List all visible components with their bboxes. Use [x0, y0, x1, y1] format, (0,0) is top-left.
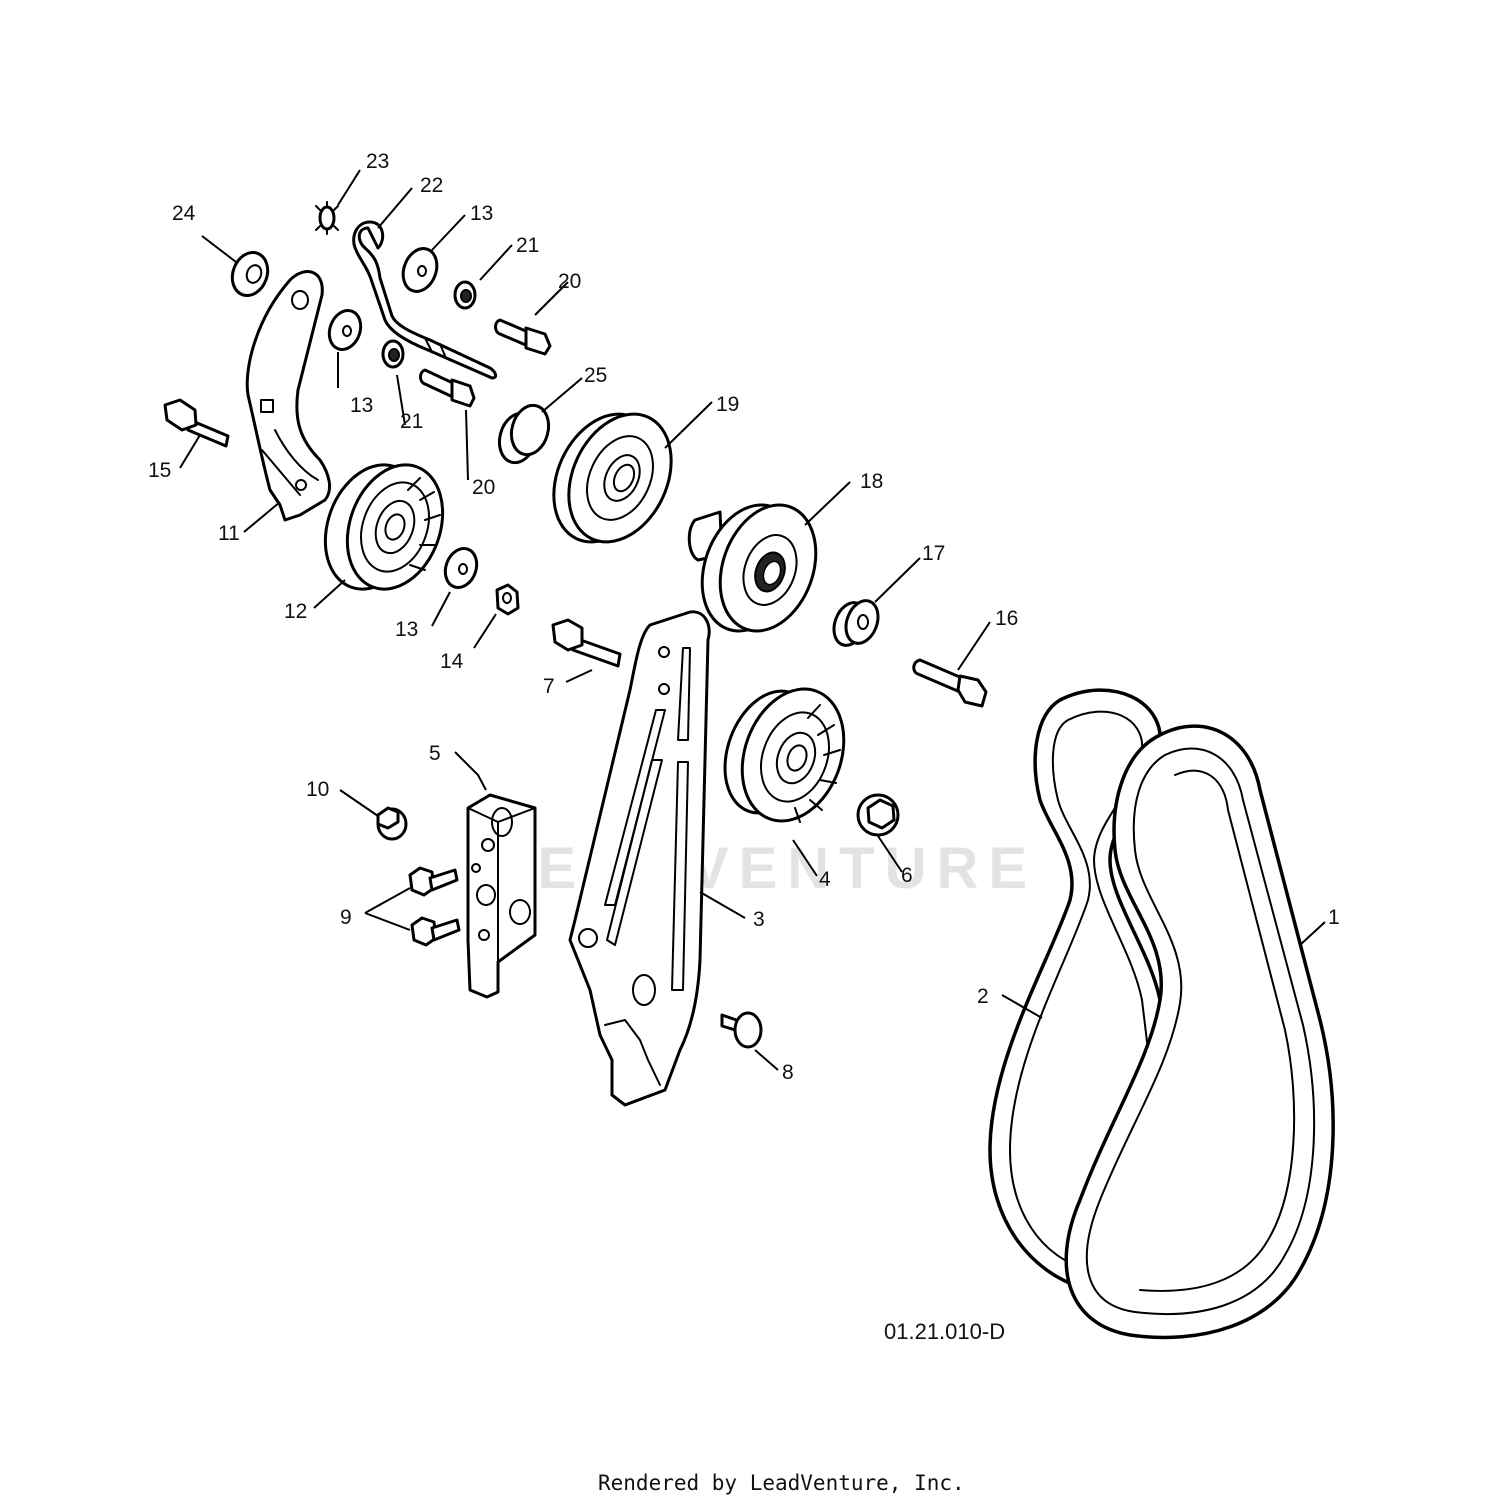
diagram-code: 01.21.010-D	[884, 1319, 1005, 1344]
lock-nut-21-mid[interactable]	[381, 339, 405, 369]
label-2: 2	[977, 985, 989, 1008]
idler-pulley-12[interactable]	[309, 451, 459, 602]
label-1: 1	[1328, 906, 1340, 929]
label-4: 4	[819, 868, 831, 891]
label-21-mid: 21	[400, 410, 423, 433]
label-10: 10	[306, 778, 329, 801]
label-13-mid: 13	[350, 394, 373, 417]
label-22: 22	[420, 174, 443, 197]
bolt-20-mid[interactable]	[419, 368, 476, 408]
lock-nut-21-top[interactable]	[453, 280, 477, 310]
washer-13-top[interactable]	[397, 244, 442, 296]
label-12: 12	[284, 600, 307, 623]
spacer-17[interactable]	[828, 596, 883, 650]
label-23: 23	[366, 150, 389, 173]
label-24: 24	[172, 202, 196, 225]
washer-13-low[interactable]	[440, 544, 482, 592]
idler-bracket[interactable]	[568, 610, 711, 1107]
label-7: 7	[543, 675, 555, 698]
label-8: 8	[782, 1061, 794, 1084]
control-rod-22[interactable]	[352, 220, 498, 380]
belt-1[interactable]	[1064, 724, 1335, 1340]
label-25: 25	[584, 364, 607, 387]
label-5: 5	[429, 742, 441, 765]
label-3: 3	[753, 908, 765, 931]
leader-lines	[179, 169, 1326, 1071]
label-14: 14	[440, 650, 464, 673]
pulley-19[interactable]	[534, 397, 691, 558]
label-6: 6	[901, 864, 913, 887]
mounting-plate[interactable]	[466, 793, 537, 999]
idler-pulley-4[interactable]	[709, 675, 861, 836]
idler-arm[interactable]	[245, 270, 332, 522]
label-17: 17	[922, 542, 945, 565]
bolt-15[interactable]	[163, 398, 230, 448]
lock-washer-23[interactable]	[315, 201, 339, 235]
label-15: 15	[148, 459, 171, 482]
label-20-low: 20	[472, 476, 495, 499]
label-13-low: 13	[395, 618, 418, 641]
bushing-24[interactable]	[227, 248, 274, 301]
watermark: LEADVENTURE	[492, 836, 1037, 901]
label-20-top: 20	[558, 270, 581, 293]
shoulder-bolt-8[interactable]	[720, 1011, 763, 1049]
label-18: 18	[860, 470, 883, 493]
bearing-25[interactable]	[494, 401, 554, 467]
nut-14[interactable]	[495, 583, 520, 616]
bolt-16[interactable]	[912, 658, 988, 708]
bolt-7[interactable]	[551, 618, 622, 668]
label-13-top: 13	[470, 202, 493, 225]
bolt-20-top[interactable]	[494, 318, 552, 356]
flange-nut-6[interactable]	[856, 793, 900, 837]
flange-nut-10[interactable]	[376, 806, 408, 841]
pulley-18[interactable]	[685, 492, 832, 645]
bolt-9-upper[interactable]	[408, 866, 459, 897]
footer-credit: Rendered by LeadVenture, Inc.	[598, 1471, 965, 1495]
label-21-top: 21	[516, 234, 539, 257]
label-19: 19	[716, 393, 739, 416]
label-16: 16	[995, 607, 1018, 630]
label-11: 11	[218, 522, 240, 545]
label-9: 9	[340, 906, 352, 929]
bolt-9-lower[interactable]	[410, 916, 461, 947]
washer-13-mid[interactable]	[324, 306, 366, 354]
